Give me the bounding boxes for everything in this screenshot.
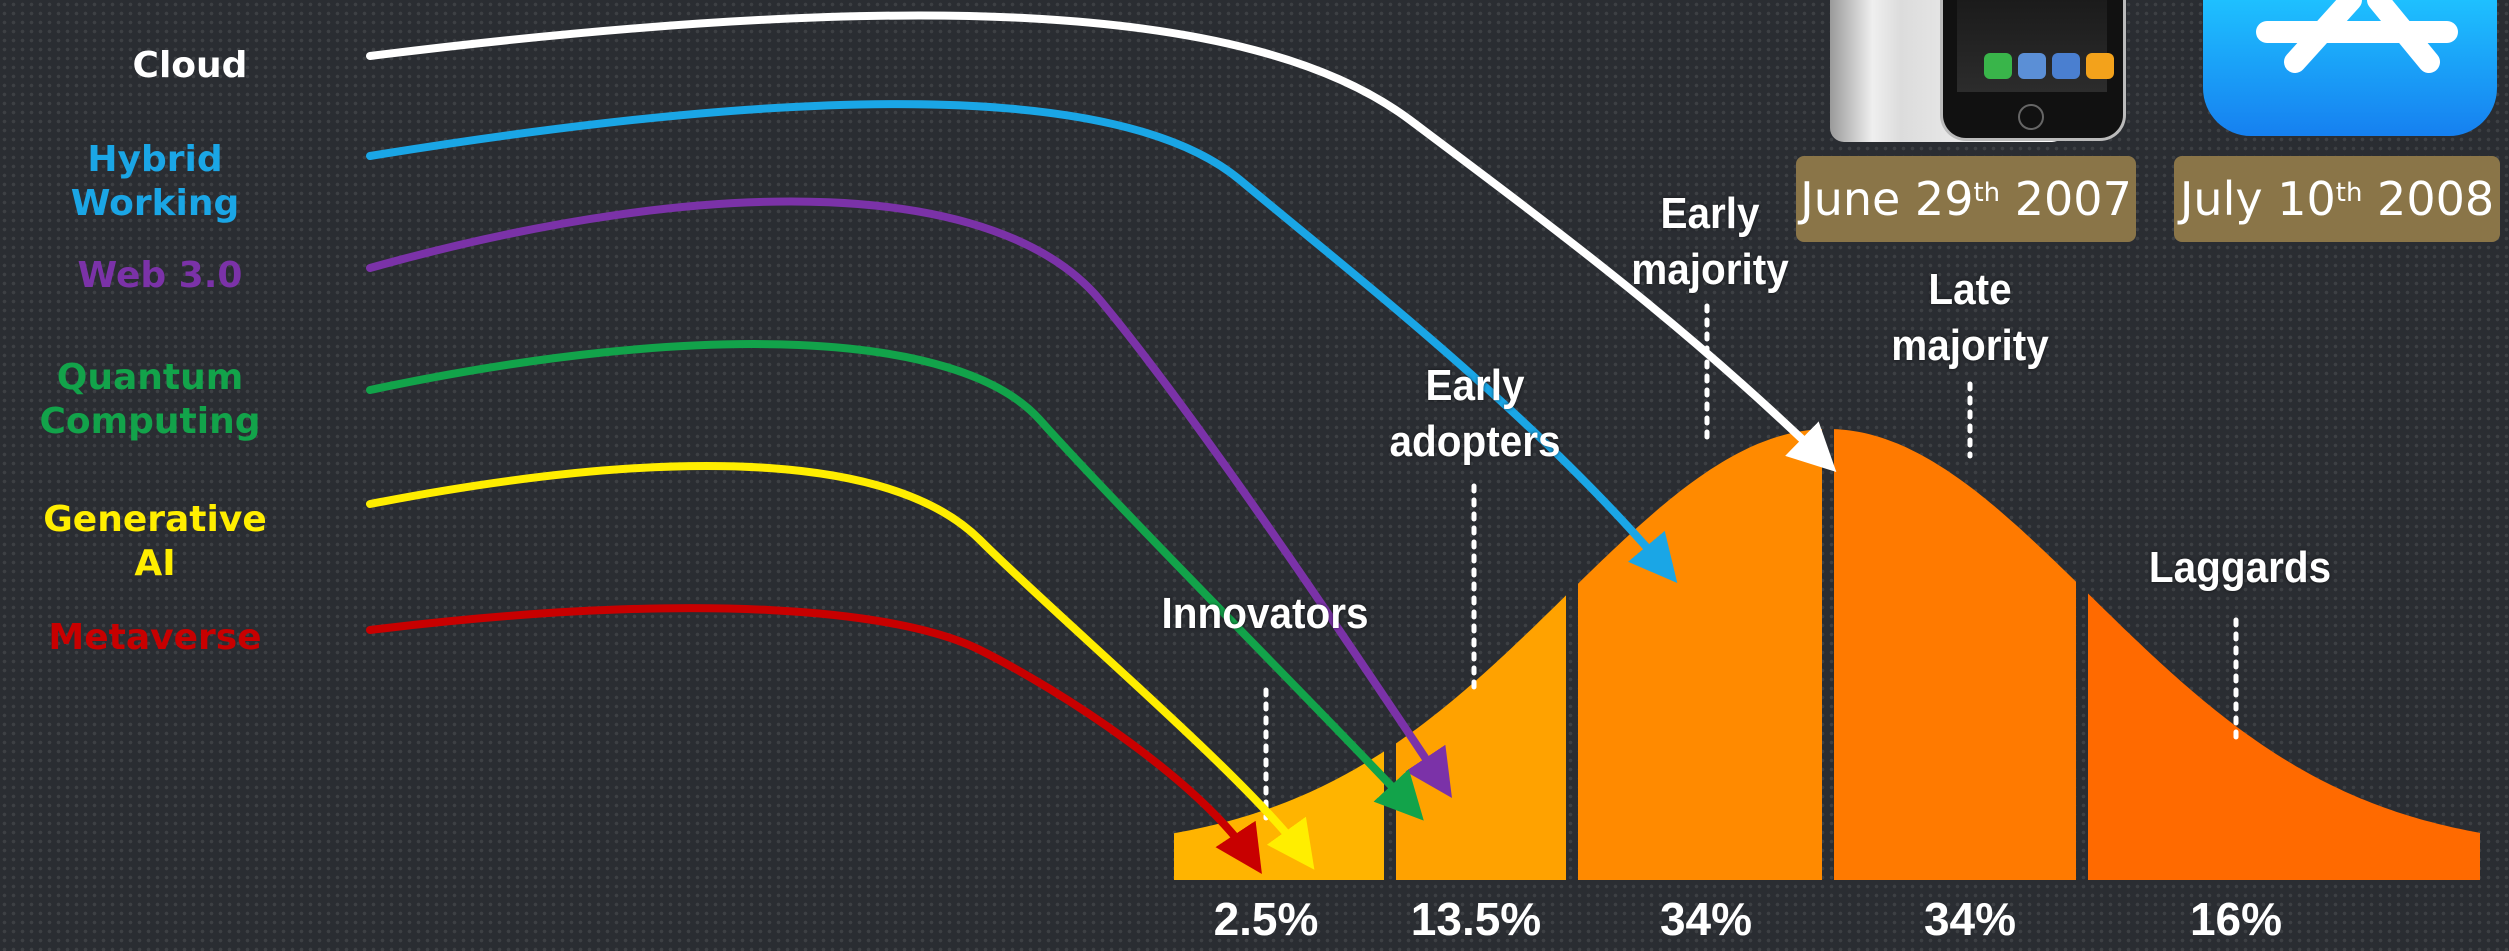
percent-innovators: 2.5% xyxy=(1213,893,1319,945)
tech-label-cloud: Cloud xyxy=(132,45,248,86)
app-store-glyph-icon xyxy=(2256,0,2458,73)
percent-early-majority: 34% xyxy=(1659,893,1753,945)
tech-label-hybrid-working: Hybrid Working xyxy=(70,139,240,224)
milestone-date-suffix: th xyxy=(2335,178,2363,208)
arrow-hybrid-working xyxy=(366,100,1678,584)
arrow-web3 xyxy=(366,197,1452,798)
tech-label-web3: Web 3.0 xyxy=(77,255,243,296)
iphone-image xyxy=(1830,0,2126,142)
milestone-date-main: June 29 xyxy=(1800,172,1974,226)
browser-app-icon xyxy=(2052,53,2080,79)
curve-segment-laggards xyxy=(2088,593,2480,880)
arrow-cloud xyxy=(366,11,1837,473)
arrow-quantum-computing xyxy=(366,340,1424,821)
tech-label-quantum-computing: Quantum Computing xyxy=(39,357,261,442)
iphone-body xyxy=(1940,0,2126,141)
segment-label-early-majority: Early majority xyxy=(1631,189,1789,294)
milestone-date-suffix: th xyxy=(1973,178,2001,208)
iphone-screen xyxy=(1957,0,2114,92)
mail-app-icon xyxy=(2018,53,2046,79)
segment-label-innovators: Innovators xyxy=(1161,589,1369,638)
curve-segment-innovators xyxy=(1174,751,1384,880)
percent-early-adopters: 13.5% xyxy=(1410,893,1542,945)
curve-segment-early-majority xyxy=(1578,429,1822,880)
segment-label-early-adopters: Early adopters xyxy=(1389,361,1561,466)
app-store-icon xyxy=(2203,0,2497,136)
milestone-date-year: 2007 xyxy=(2000,172,2132,226)
tech-label-metaverse: Metaverse xyxy=(48,617,262,658)
arrow-metaverse xyxy=(366,604,1262,875)
tech-label-generative-ai: Generative AI xyxy=(43,499,267,584)
segment-label-late-majority: Late majority xyxy=(1891,265,2049,370)
milestone-date-main: July 10 xyxy=(2179,172,2336,226)
percent-laggards: 16% xyxy=(2189,893,2283,945)
percent-late-majority: 34% xyxy=(1923,893,2017,945)
arrow-generative-ai xyxy=(366,462,1315,870)
phone-app-icon xyxy=(1984,53,2012,79)
milestone-date-year: 2008 xyxy=(2362,172,2495,226)
segment-label-laggards: Laggards xyxy=(2148,543,2332,592)
iphone-dock xyxy=(1979,50,2119,82)
curve-segment-early-adopters xyxy=(1396,595,1566,880)
home-button-icon xyxy=(2018,104,2044,130)
music-app-icon xyxy=(2086,53,2114,79)
curve-segment-late-majority xyxy=(1834,429,2076,880)
